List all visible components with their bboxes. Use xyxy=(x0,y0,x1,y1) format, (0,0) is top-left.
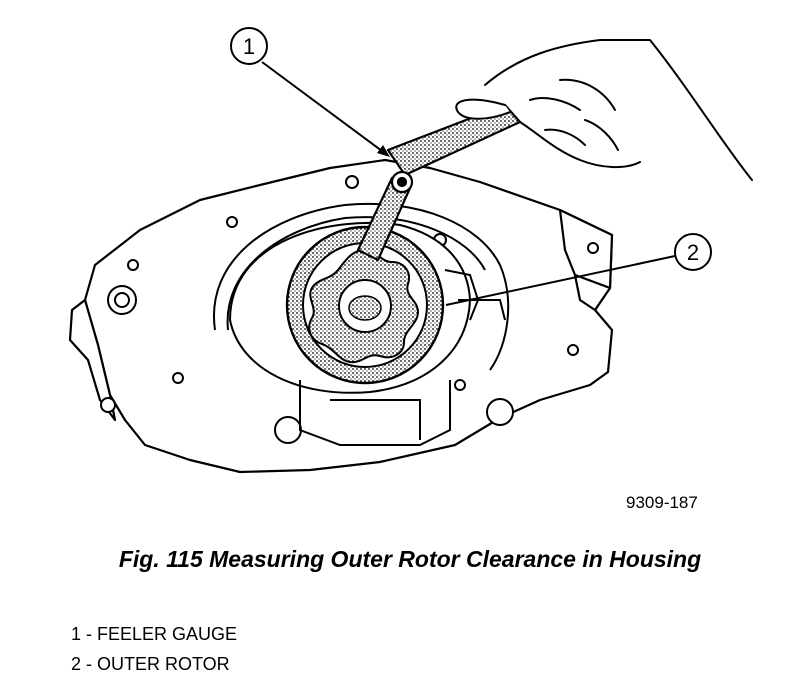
callout-2: 2 xyxy=(445,233,712,306)
inner-rotor xyxy=(308,248,420,364)
legend-item-feeler-gauge: 1 - FEELER GAUGE xyxy=(71,624,238,644)
figure-id: 9309-187 xyxy=(626,493,698,512)
callout-1-number: 1 xyxy=(243,34,255,59)
figure-caption: Fig. 115 Measuring Outer Rotor Clearance… xyxy=(118,546,702,572)
hand xyxy=(455,39,753,181)
housing-bolt-holes xyxy=(100,175,599,444)
legend-item-outer-rotor: 2 - OUTER ROTOR xyxy=(71,654,230,674)
callout-2-number: 2 xyxy=(687,240,699,265)
oil-pump-illustration: 1 2 xyxy=(68,27,753,474)
callout-legend: 1 - FEELER GAUGE 2 - OUTER ROTOR xyxy=(71,619,237,679)
callout-1: 1 xyxy=(230,27,390,157)
